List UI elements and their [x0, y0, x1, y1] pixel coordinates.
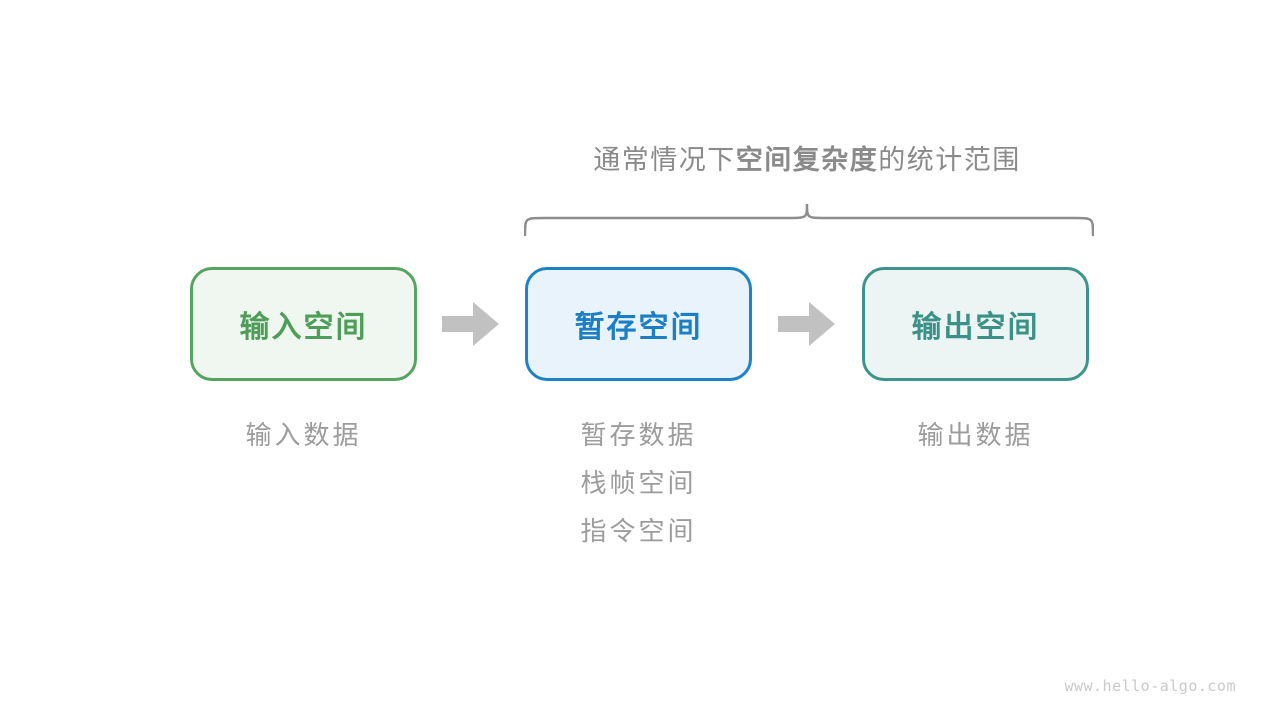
- box-input-space-label: 输入空间: [239, 311, 368, 344]
- annotation-input-data: 输入数据: [245, 420, 362, 450]
- input-space-annotations: 输入数据: [190, 420, 417, 468]
- output-space-annotations: 输出数据: [862, 420, 1089, 468]
- box-output-space: 输出空间: [862, 267, 1089, 381]
- caption-prefix: 通常情况下: [593, 145, 736, 175]
- arrow-right-icon: [442, 302, 499, 346]
- arrow-right-icon: [778, 302, 835, 346]
- temp-space-annotations: 暂存数据 栈帧空间 指令空间: [525, 420, 752, 564]
- watermark: www.hello-algo.com: [1064, 677, 1236, 695]
- annotation-temp-data: 暂存数据: [580, 420, 697, 450]
- box-input-space: 输入空间: [190, 267, 417, 381]
- caption-suffix: 的统计范围: [878, 145, 1021, 175]
- caption-bold: 空间复杂度: [735, 145, 879, 175]
- box-temp-space: 暂存空间: [525, 267, 752, 381]
- box-output-space-label: 输出空间: [911, 311, 1040, 344]
- annotation-stack-frame-space: 栈帧空间: [580, 468, 697, 498]
- box-temp-space-label: 暂存空间: [574, 311, 703, 344]
- annotation-output-data: 输出数据: [917, 420, 1034, 450]
- curly-brace-icon: [524, 203, 1094, 237]
- brace-caption: 通常情况下空间复杂度的统计范围: [507, 144, 1107, 176]
- annotation-instruction-space: 指令空间: [580, 516, 697, 546]
